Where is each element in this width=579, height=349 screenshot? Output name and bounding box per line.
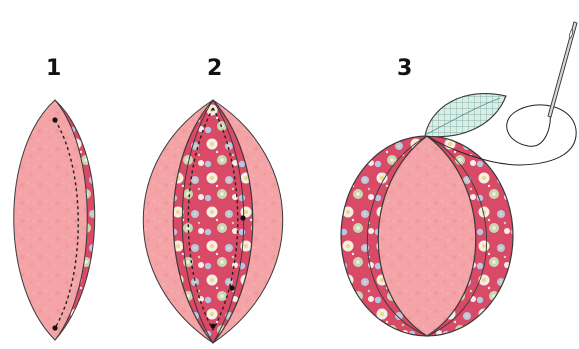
step-2-stitch-dot-3 [211,324,216,329]
step-2-illustration [143,100,283,343]
step-1-stitch-dot-top [52,117,57,122]
needle-icon [548,22,577,117]
step-1-illustration [14,100,95,340]
step-1-stitch-dot-bottom [52,325,57,330]
step-3-illustration [341,22,577,336]
step-3-label: 3 [397,58,412,80]
step-1-label: 1 [46,58,61,80]
step-2-stitch-dot-2 [229,285,234,290]
leaf-icon [425,94,506,137]
step-2-stitch-dot-1 [240,215,245,220]
step-2-label: 2 [207,58,222,80]
